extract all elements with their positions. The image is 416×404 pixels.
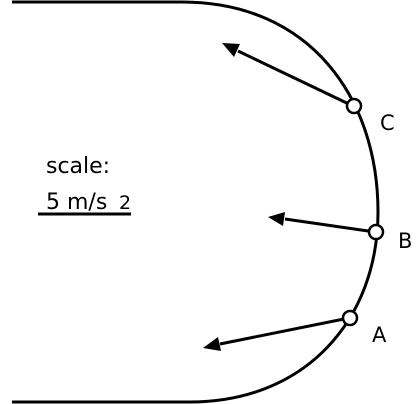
scale-exponent: 2 [119,192,131,214]
scale-title: scale: [46,154,110,179]
point-a-marker [341,309,359,327]
acceleration-vector-b [268,212,376,234]
track-curve [12,0,380,404]
point-c-marker [345,97,363,115]
point-c-label: C [380,111,395,135]
acceleration-vector-c [222,43,354,108]
scale-value: 5 m/s [46,190,107,215]
acceleration-vector-a [203,316,350,351]
point-b-label: B [398,229,412,253]
point-a-label: A [372,323,387,347]
point-b-marker [367,223,385,241]
